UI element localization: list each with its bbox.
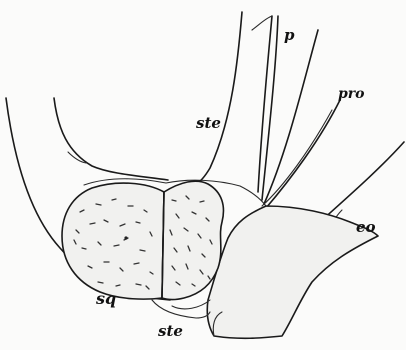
squamosal-plate: [62, 183, 164, 299]
lower-bone-joint: [172, 300, 210, 309]
label-eo: eo: [356, 218, 376, 236]
pro-ray-inner: [262, 110, 332, 206]
lower-bone-body: [207, 206, 378, 338]
p-ray-inner: [252, 16, 272, 30]
label-ste-upper: ste: [196, 114, 221, 132]
ste-ray-upper: [196, 12, 242, 184]
label-p: p: [284, 26, 295, 44]
label-pro: pro: [338, 86, 365, 102]
label-ste-lower: ste: [158, 322, 183, 340]
inner-skull-curve: [54, 98, 168, 180]
label-sq: sq: [95, 289, 116, 308]
